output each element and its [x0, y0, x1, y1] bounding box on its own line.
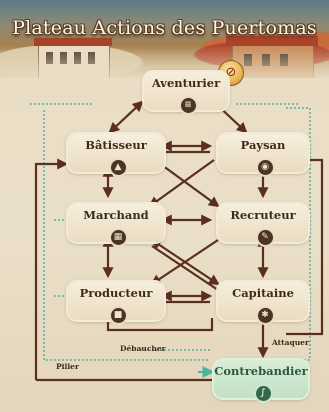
role-contrebandier[interactable]: Contrebandier ∫ [214, 360, 308, 403]
link-debaucher [106, 318, 214, 332]
role-paysan[interactable]: Paysan ◉ [218, 134, 308, 177]
link-paysan-marchand [148, 159, 215, 208]
action-label-piller: Piller [56, 362, 79, 371]
roof-illustration [226, 36, 318, 46]
roof-illustration [34, 38, 112, 46]
ship-wheel-icon: ✱ [255, 306, 275, 325]
role-marchand[interactable]: Marchand ▦ [68, 204, 164, 247]
role-aventurier[interactable]: Aventurier ≡ [144, 72, 228, 115]
link-piller [34, 158, 69, 380]
quill-icon: ✎ [255, 228, 275, 247]
food-icon: ◉ [255, 158, 275, 177]
smuggler-route [43, 110, 210, 361]
role-label: Paysan [240, 138, 286, 152]
role-label: Contrebandier [214, 364, 308, 378]
role-capitaine[interactable]: Capitaine ✱ [218, 282, 308, 325]
role-label: Recruteur [230, 208, 296, 222]
role-batisseur[interactable]: Bâtisseur ▲ [68, 134, 164, 177]
board-title: Plateau Actions des Puertomas [12, 17, 317, 39]
action-label-debaucher: Débaucher [120, 344, 166, 353]
role-label: Marchand [83, 208, 149, 222]
link-capitaine-paysan-loop [286, 154, 324, 336]
role-label: Capitaine [232, 286, 294, 300]
role-recruteur[interactable]: Recruteur ✎ [218, 204, 308, 247]
action-label-attaquer: Attaquer [272, 338, 309, 347]
bricks-icon: ▲ [108, 158, 128, 177]
link-marchand-capitaine [151, 245, 219, 291]
role-producteur[interactable]: Producteur ■ [68, 282, 164, 325]
treasure-icon: ≡ [178, 96, 198, 115]
link-aventurier-batisseur [108, 100, 144, 134]
rope-icon: ∫ [253, 384, 273, 403]
crate-icon: ■ [108, 306, 128, 325]
link-recruteur-producteur [150, 239, 219, 286]
link-batisseur-recruteur [154, 159, 220, 208]
role-label: Aventurier [151, 76, 221, 90]
role-label: Bâtisseur [85, 138, 147, 152]
goods-icon: ▦ [108, 228, 128, 247]
role-label: Producteur [79, 286, 153, 300]
